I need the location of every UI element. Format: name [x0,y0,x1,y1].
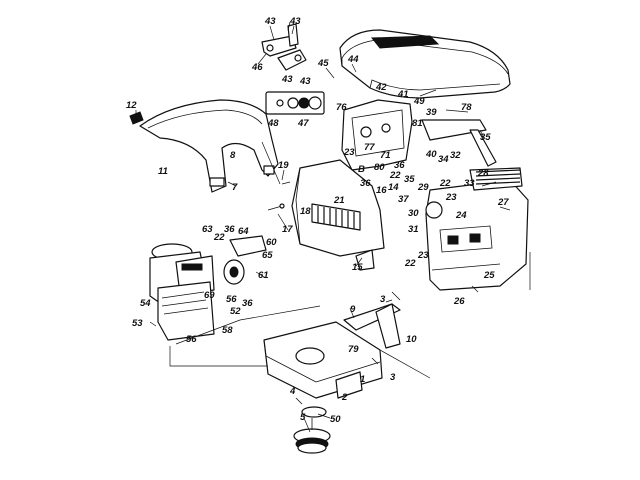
callout-label: 8 [230,150,236,161]
callout-label: 5 [300,412,306,423]
callout-label: 47 [297,118,309,129]
hood-vents [370,35,440,49]
callout-label: 41 [397,89,409,100]
callout-label: 33 [464,178,475,189]
callout-label: 10 [406,334,417,345]
callout-label: 52 [230,306,241,317]
leader-lines [135,25,511,433]
callout-label: 81 [412,118,423,129]
callout-label: 22 [404,258,416,269]
callout-label: 44 [347,54,359,65]
bracket-9 [343,303,401,349]
callout-label: 60 [266,237,277,248]
left-fender [139,99,279,193]
callout-label: 78 [461,102,472,113]
hood [339,29,511,99]
callout-label: 22 [439,178,451,189]
callout-label: 56 [186,334,197,345]
callout-label: 36 [224,224,235,235]
callout-label: 29 [417,182,429,193]
callout-label: 1 [360,374,365,385]
callout-label: 2 [341,392,348,403]
callout-label: 61 [258,270,269,281]
callout-label: 46 [251,62,263,73]
engine [149,243,215,341]
callout-label: 36 [360,178,371,189]
callout-label: 39 [426,107,437,118]
callout-label: 53 [132,318,143,329]
center-cowl [291,159,385,271]
callout-label: 12 [126,100,137,111]
callout-label: 30 [408,208,419,219]
callout-label: 25 [483,270,495,281]
callout-label: 48 [267,118,279,129]
dash-console [341,99,413,171]
assembly-guides [169,89,531,379]
callout-label: 77 [364,142,375,153]
callout-label: 7 [232,182,238,193]
callout-label: 22 [213,232,225,243]
callout-label: 16 [376,185,387,196]
callout-label: 54 [140,298,151,309]
lever-assembly [261,21,307,71]
cap-parts [265,91,325,115]
callout-label: 37 [398,194,409,205]
callout-label: 4 [289,386,296,397]
callout-label: 23 [417,250,429,261]
callout-label: 27 [497,197,509,208]
callout-label: 65 [262,250,273,261]
callout-label: 79 [348,344,359,355]
callout-label: 43 [281,74,293,85]
callout-label: 26 [453,296,465,307]
callout-label: 3 [390,372,396,383]
callout-label: 21 [333,195,345,206]
callout-label: 24 [455,210,467,221]
callout-label: 43 [289,16,301,27]
callout-label: 9 [350,304,356,315]
dash-bracket [421,119,497,167]
callout-label: 19 [278,160,289,171]
callout-label: 80 [374,162,385,173]
callout-label: 18 [300,206,311,217]
callout-labels: 43 43 46 43 43 44 45 42 76 41 49 39 78 4… [126,16,509,425]
callout-label: 28 [477,168,489,179]
callout-label: 11 [158,166,168,177]
callout-label: 45 [317,58,329,69]
callout-label: 43 [264,16,276,27]
callout-label: 22 [389,170,401,181]
callout-label: 36 [394,160,405,171]
callout-label: 43 [299,76,311,87]
callout-label: 15 [352,262,363,273]
callout-label: 35 [404,174,415,185]
callout-label: 23 [445,192,457,203]
callout-label: 49 [413,96,425,107]
callout-label: 76 [336,102,347,113]
pulley-bracket [223,235,267,285]
callout-label: 34 [438,154,449,165]
callout-label: 3 [380,294,386,305]
callout-label: 64 [238,226,249,237]
callout-label: 23 [343,147,355,158]
callout-label: 36 [242,298,253,309]
callout-label: 63 [202,224,213,235]
callout-label: 31 [408,224,419,235]
cowl-vent-grille [311,203,361,231]
callout-label: 40 [425,149,437,160]
callout-label: 50 [330,414,341,425]
callout-label: 14 [388,182,399,193]
callout-label: 58 [222,325,233,336]
callout-label: B [358,164,365,175]
callout-label: 69 [204,290,215,301]
callout-label: 71 [380,150,391,161]
callout-label: 56 [226,294,237,305]
chassis-frame [263,321,383,399]
nose-grille-28 [475,169,521,185]
callout-label: 42 [375,82,387,93]
hardware [267,181,401,405]
small-plate-12 [129,111,144,125]
callout-label: 32 [450,150,461,161]
callout-label: 35 [480,132,491,143]
